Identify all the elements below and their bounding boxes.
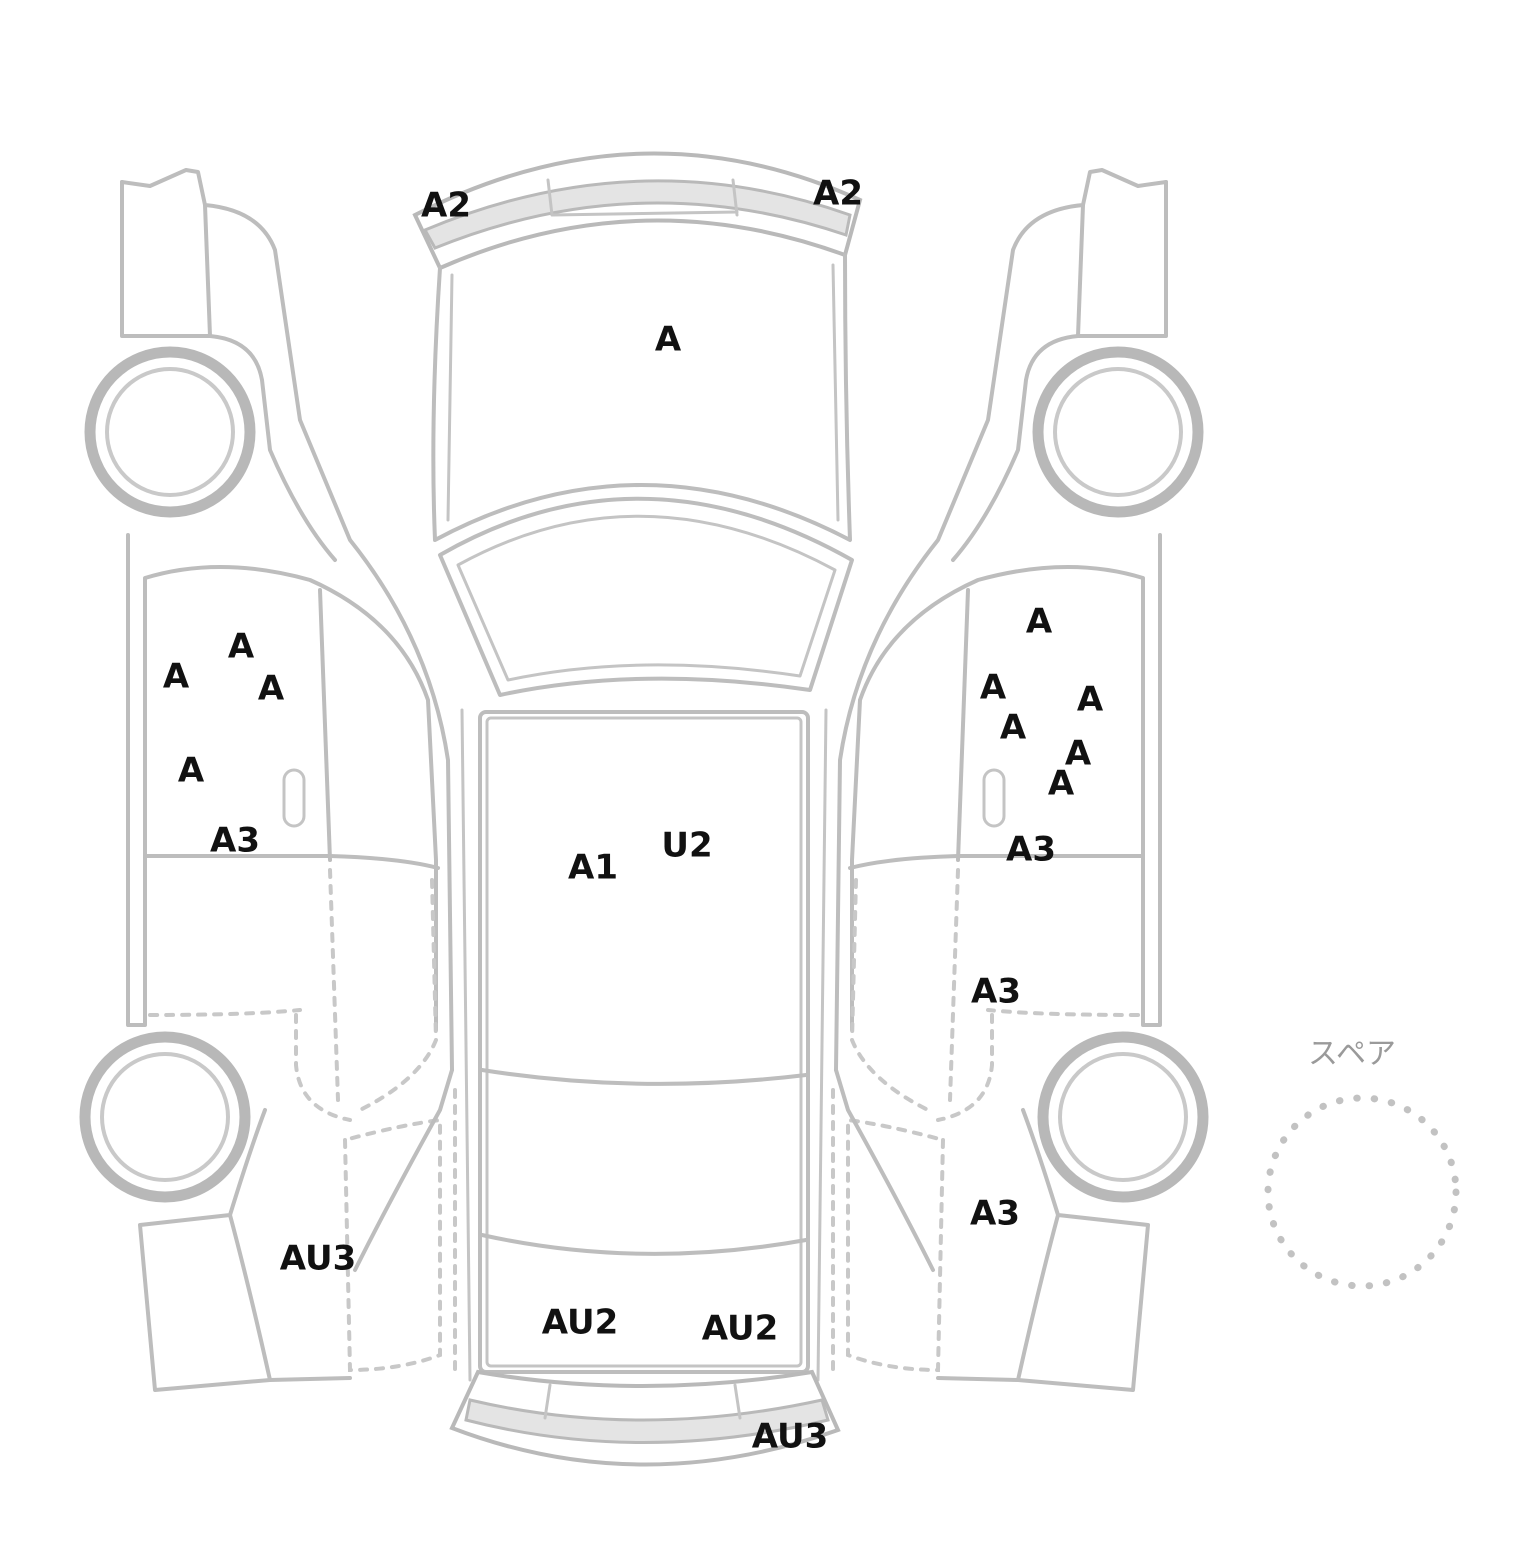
hood-panel [431, 253, 852, 542]
left-rear-pillar [353, 1068, 454, 1272]
trunk-line [480, 1233, 808, 1256]
damage-mark: AU3 [752, 1417, 829, 1457]
right-body-lower-edge [951, 334, 1080, 562]
damage-marks: A2 A2 A A A A A A3 A1 U2 A A A A A A A3 … [163, 174, 1104, 1457]
left-body-lower-edge [208, 334, 337, 562]
damage-mark: U2 [661, 826, 712, 866]
front-bumper [412, 151, 863, 271]
damage-mark: A [1065, 734, 1092, 774]
roof-panel-inner [485, 716, 803, 1368]
right-rear-rim [1058, 1052, 1188, 1182]
damage-mark: A [258, 669, 285, 709]
left-rear-rim [100, 1052, 230, 1182]
right-rear-body [936, 1108, 1150, 1392]
right-front-fender [834, 168, 1168, 1072]
rear-window-top [480, 1068, 808, 1086]
damage-mark: A [655, 320, 682, 360]
hood-inner-right [831, 263, 840, 522]
left-belt-line [143, 854, 440, 870]
damage-mark: A3 [970, 1194, 1020, 1234]
left-door-handle [282, 768, 306, 828]
damage-mark: A [1026, 602, 1053, 642]
damage-mark: A1 [568, 848, 618, 888]
rear-bumper-band [464, 1398, 830, 1444]
right-belt-line [848, 854, 1145, 870]
right-rear-quarter-hidden [831, 1088, 945, 1373]
right-front-panel [1076, 180, 1168, 338]
front-grille-top [550, 210, 739, 217]
top-view [412, 151, 863, 1467]
roof-panel [478, 710, 810, 1374]
damage-mark: A [980, 668, 1007, 708]
damage-mark: AU3 [280, 1239, 357, 1279]
damage-mark: A [1000, 708, 1027, 748]
spare-tire-group: スペア [1264, 1037, 1460, 1290]
left-door-frame [126, 533, 438, 1032]
right-door-handle [982, 768, 1006, 828]
right-side-view [831, 168, 1209, 1392]
windshield-inner [456, 514, 837, 682]
front-grille-left [546, 178, 554, 217]
top-view-right-side [816, 708, 828, 1382]
left-front-fender [120, 168, 454, 1072]
right-rear-door-hidden [849, 868, 1140, 1122]
left-door-line [318, 588, 332, 862]
front-bumper-band [422, 179, 852, 250]
top-view-left-side [460, 708, 472, 1382]
spare-tire-icon [1264, 1094, 1460, 1290]
left-rear-quarter-hidden [343, 1088, 457, 1373]
damage-mark: A [1077, 680, 1104, 720]
right-door-line [956, 588, 970, 862]
damage-mark: A3 [1006, 830, 1056, 870]
rear-plate-right [733, 1383, 742, 1420]
right-rear-pillar [834, 1068, 935, 1272]
right-front-rim [1053, 367, 1183, 497]
damage-mark: AU2 [542, 1303, 619, 1343]
rear-plate-left [543, 1383, 552, 1420]
left-side-view [79, 168, 457, 1392]
left-front-panel [120, 180, 212, 338]
damage-mark: A2 [421, 186, 471, 226]
damage-mark: A2 [813, 174, 863, 214]
damage-mark: A3 [971, 972, 1021, 1012]
damage-mark: AU2 [702, 1309, 779, 1349]
right-door-frame [850, 533, 1162, 1032]
damage-mark: A [178, 751, 205, 791]
left-rear-door-hidden [148, 868, 439, 1122]
damage-mark: A3 [210, 821, 260, 861]
left-rear-body [138, 1108, 352, 1392]
left-front-rim [105, 367, 235, 497]
windshield [438, 496, 854, 697]
spare-label: スペア [1308, 1037, 1396, 1072]
damage-mark: A [228, 627, 255, 667]
damage-mark: A [1048, 764, 1075, 804]
damage-mark: A [163, 657, 190, 697]
hood-inner-left [446, 273, 454, 522]
front-grille-right [731, 178, 739, 217]
